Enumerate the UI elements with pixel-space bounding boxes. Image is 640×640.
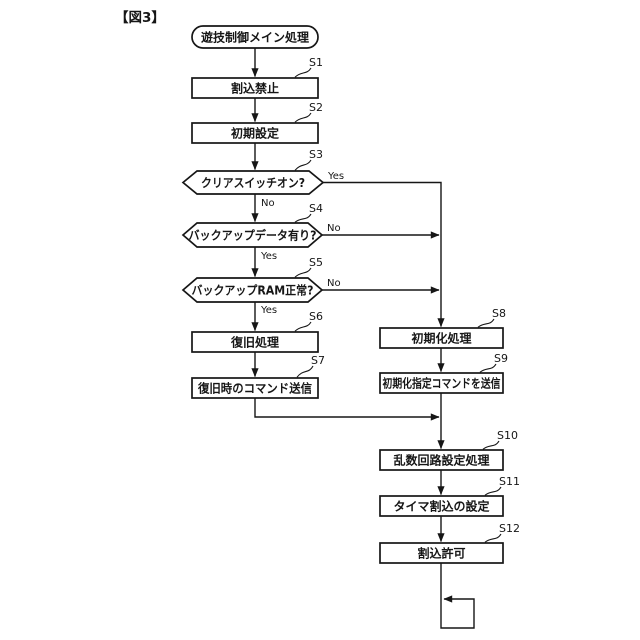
process-shape [379, 542, 504, 564]
figure-label: 【図3】 [115, 10, 165, 26]
leader-s1 [294, 67, 312, 78]
node-s6: 復旧処理 S6 [191, 310, 323, 353]
node-s2-label: 初期設定 [231, 126, 279, 141]
process-shape [191, 331, 319, 353]
process-shape [191, 377, 319, 399]
leader-s10 [482, 440, 500, 450]
node-s9: 初期化指定コマンドを送信 S9 [379, 352, 508, 394]
s5-no-label: No [327, 278, 341, 289]
node-s6-label: 復旧処理 [230, 335, 279, 350]
leader-s5 [294, 267, 312, 278]
node-s11: タイマ割込の設定 S11 [379, 475, 520, 517]
process-shape [191, 77, 319, 99]
s4-yes-label: Yes [260, 251, 277, 262]
step-tag-s10: S10 [497, 429, 518, 442]
step-tag-s12: S12 [499, 522, 520, 535]
leader-s4 [294, 213, 312, 223]
step-tag-s4: S4 [309, 202, 323, 215]
node-s3: クリアスイッチオン? S3 Yes No [181, 148, 344, 209]
step-tag-s3: S3 [309, 148, 323, 161]
node-start-label: 遊技制御メイン処理 [201, 30, 309, 45]
node-s7-label: 復旧時のコマンド送信 [197, 381, 312, 396]
decision-shape [181, 277, 324, 303]
leader-s9 [479, 363, 497, 373]
node-s8: 初期化処理 S8 [379, 307, 506, 349]
leader-s7 [296, 365, 314, 378]
s3-no-label: No [261, 198, 275, 209]
node-s4-label: バックアップデータ有り? [189, 228, 317, 243]
process-shape [379, 372, 504, 394]
node-s12: 割込許可 S12 [379, 522, 520, 564]
process-shape [379, 495, 504, 517]
node-s5: バックアップRAM正常? S5 No Yes [181, 256, 341, 316]
leader-s8 [477, 318, 495, 328]
edge-s3-yes-s8 [323, 181, 445, 328]
edge-s12-loop [440, 563, 475, 629]
node-s12-label: 割込許可 [417, 546, 465, 561]
node-s2: 初期設定 S2 [191, 101, 323, 144]
step-tag-s9: S9 [494, 352, 508, 365]
node-s10: 乱数回路設定処理 S10 [379, 429, 518, 471]
node-s8-label: 初期化処理 [411, 331, 471, 346]
process-shape [379, 449, 504, 471]
s4-no-label: No [327, 223, 341, 234]
process-shape [379, 327, 504, 349]
node-s7: 復旧時のコマンド送信 S7 [191, 354, 325, 399]
node-s4: バックアップデータ有り? S4 No Yes [181, 202, 341, 262]
terminal-shape [191, 25, 319, 49]
leader-s6 [294, 321, 312, 332]
step-tag-s11: S11 [499, 475, 520, 488]
decision-shape [181, 222, 324, 248]
step-tag-s2: S2 [309, 101, 323, 114]
node-s1: 割込禁止 S1 [191, 56, 323, 99]
step-tag-s5: S5 [309, 256, 323, 269]
node-s3-label: クリアスイッチオン? [201, 176, 305, 190]
node-s10-label: 乱数回路設定処理 [393, 453, 489, 468]
step-tag-s7: S7 [311, 354, 325, 367]
step-tag-s1: S1 [309, 56, 323, 69]
s5-yes-label: Yes [260, 305, 277, 316]
node-s9-label: 初期化指定コマンドを送信 [383, 376, 501, 391]
edge-s7-merge [254, 398, 440, 421]
node-s1-label: 割込禁止 [231, 81, 279, 96]
node-s5-label: バックアップRAM正常? [192, 283, 314, 298]
step-tag-s8: S8 [492, 307, 506, 320]
decision-shape [181, 170, 325, 195]
leader-s12 [484, 533, 502, 543]
s3-yes-label: Yes [327, 171, 344, 182]
node-s11-label: タイマ割込の設定 [393, 499, 489, 514]
leader-s3 [294, 159, 312, 171]
leader-s11 [484, 486, 502, 496]
node-start: 遊技制御メイン処理 [191, 25, 319, 49]
process-shape [191, 122, 319, 144]
step-tag-s6: S6 [309, 310, 323, 323]
leader-s2 [294, 112, 312, 123]
